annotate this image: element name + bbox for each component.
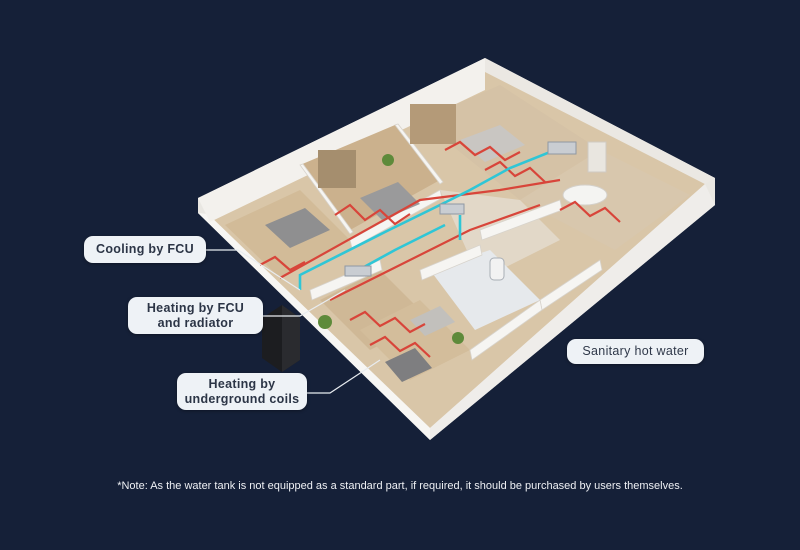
window	[587, 141, 607, 173]
fan-coil-unit-icon	[547, 141, 577, 155]
plant	[318, 315, 332, 329]
bed	[385, 348, 432, 382]
callout-cooling-by-fcu: Cooling by FCU	[84, 236, 206, 263]
front-wall-left	[198, 213, 430, 440]
sofa	[460, 125, 525, 162]
water-tank-icon	[489, 257, 505, 281]
window	[410, 104, 456, 144]
heating-coils	[259, 140, 621, 358]
window	[318, 150, 356, 188]
footnote: *Note: As the water tank is not equipped…	[117, 480, 683, 492]
plant	[452, 332, 464, 344]
callout-leaders	[206, 249, 381, 394]
bed	[360, 182, 420, 220]
back-wall-left	[198, 58, 485, 222]
dining-table	[562, 184, 608, 206]
callout-heating-by-fcu-radiator: Heating by FCU and radiator	[128, 297, 263, 334]
small-room-floor	[360, 300, 470, 380]
callout-sanitary-hot-water: Sanitary hot water	[567, 339, 704, 364]
back-wall-right	[485, 58, 715, 184]
bathroom-floor	[430, 250, 540, 330]
fan-coil-unit-icon	[344, 265, 372, 277]
fan-coil-unit-icon	[439, 203, 465, 215]
front-wall-right	[430, 184, 715, 440]
plant	[382, 154, 394, 166]
dining-floor	[520, 150, 690, 250]
callout-heating-underground-coils: Heating by underground coils	[177, 373, 307, 410]
heat-pump-side	[282, 305, 300, 372]
bed	[265, 208, 330, 248]
sofa	[410, 306, 455, 336]
